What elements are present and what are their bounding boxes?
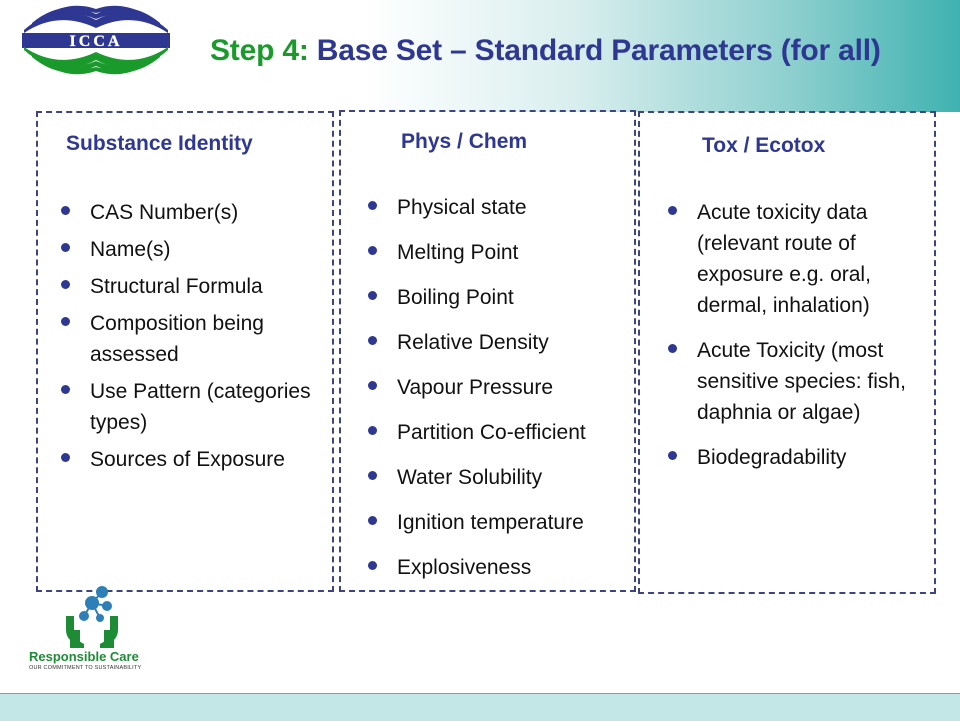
list-item: Vapour Pressure bbox=[345, 372, 637, 403]
panel-heading: Tox / Ecotox bbox=[702, 134, 826, 157]
panel-heading: Phys / Chem bbox=[401, 130, 528, 153]
list-item: Physical state bbox=[345, 192, 637, 223]
list-item: Name(s) bbox=[38, 234, 318, 265]
list-item: Ignition temperature bbox=[345, 507, 637, 538]
responsible-care-logo bbox=[66, 586, 118, 648]
list-item: Melting Point bbox=[345, 237, 637, 268]
responsible-care-tagline: OUR COMMITMENT TO SUSTAINABILITY bbox=[29, 665, 142, 671]
list-item: Acute toxicity data (relevant route of e… bbox=[645, 197, 935, 321]
bullet-list: Physical state Melting Point Boiling Poi… bbox=[345, 192, 637, 597]
list-item: Water Solubility bbox=[345, 462, 637, 493]
footer-band bbox=[0, 693, 960, 721]
panel-heading: Substance Identity bbox=[66, 132, 253, 155]
list-item: Acute Toxicity (most sensitive species: … bbox=[645, 335, 935, 428]
panel-phys-chem: Phys / Chem Physical state Melting Point… bbox=[339, 110, 636, 592]
list-item: Relative Density bbox=[345, 327, 637, 358]
list-item: Boiling Point bbox=[345, 282, 637, 313]
list-item: Explosiveness bbox=[345, 552, 637, 583]
list-item: Use Pattern (categories types) bbox=[38, 376, 318, 438]
panel-tox-ecotox: Tox / Ecotox Acute toxicity data (releva… bbox=[638, 111, 936, 594]
list-item: Structural Formula bbox=[38, 271, 318, 302]
title-text: Base Set – Standard Parameters (for all) bbox=[308, 34, 881, 67]
list-item: CAS Number(s) bbox=[38, 197, 318, 228]
list-item: Composition being assessed bbox=[38, 308, 318, 370]
icca-logo: ICCA bbox=[22, 5, 170, 75]
list-item: Biodegradability bbox=[645, 442, 935, 473]
panel-substance-identity: Substance Identity CAS Number(s) Name(s)… bbox=[36, 111, 334, 592]
list-item: Partition Co-efficient bbox=[345, 417, 637, 448]
bullet-list: CAS Number(s) Name(s) Structural Formula… bbox=[38, 197, 318, 481]
page-title: Step 4: Base Set – Standard Parameters (… bbox=[210, 34, 881, 68]
list-item: Sources of Exposure bbox=[38, 444, 318, 475]
responsible-care-name: Responsible Care bbox=[29, 649, 139, 664]
icca-logo-text: ICCA bbox=[70, 33, 123, 50]
title-step: Step 4: bbox=[210, 34, 309, 67]
bullet-list: Acute toxicity data (relevant route of e… bbox=[645, 197, 935, 487]
